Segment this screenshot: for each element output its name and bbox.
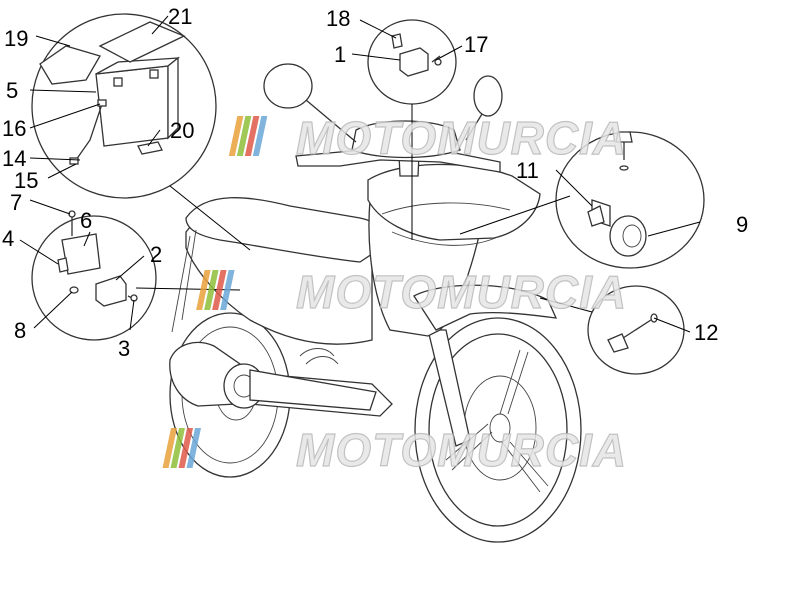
watermark-stripe bbox=[252, 116, 268, 156]
watermark-stripe bbox=[162, 428, 178, 468]
callout-9: 9 bbox=[736, 212, 748, 237]
swing-arm bbox=[249, 369, 377, 411]
watermark-stripe bbox=[236, 116, 252, 156]
callout-4: 4 bbox=[2, 226, 14, 251]
callout-18: 18 bbox=[326, 6, 350, 31]
watermark-stripe bbox=[178, 428, 194, 468]
relay-clip-4 bbox=[57, 257, 69, 273]
front-mudguard bbox=[413, 284, 558, 331]
callout-14: 14 bbox=[2, 146, 26, 171]
watermark-middle: MOTOMURCIA bbox=[196, 265, 627, 319]
watermark-text: MOTOMURCIA bbox=[296, 266, 627, 318]
callout-20: 20 bbox=[170, 118, 194, 143]
detail-bubble-relay-left bbox=[31, 215, 157, 341]
callout-8: 8 bbox=[14, 318, 26, 343]
callout-11: 11 bbox=[516, 158, 539, 183]
callout-5: 5 bbox=[6, 78, 18, 103]
battery-pad bbox=[39, 45, 101, 85]
callout-19: 19 bbox=[4, 26, 28, 51]
callout-15: 15 bbox=[14, 168, 38, 193]
watermark-stripe bbox=[196, 270, 211, 310]
watermark-text: MOTOMURCIA bbox=[296, 112, 627, 164]
callout-12: 12 bbox=[694, 320, 718, 345]
callout-7: 7 bbox=[10, 190, 22, 215]
callout-6: 6 bbox=[80, 208, 92, 233]
seat bbox=[185, 197, 383, 263]
watermark-stripe bbox=[170, 428, 186, 468]
battery-cover bbox=[98, 21, 186, 63]
relay-screw bbox=[431, 55, 442, 66]
callout-21: 21 bbox=[168, 4, 192, 29]
callout-3: 3 bbox=[118, 336, 130, 361]
horn-bracket bbox=[587, 205, 605, 227]
handlebar-cover bbox=[351, 120, 461, 159]
callout-2: 2 bbox=[150, 242, 162, 267]
watermark-text: MOTOMURCIA bbox=[296, 424, 627, 476]
callout-17: 17 bbox=[464, 32, 488, 57]
relay-clip bbox=[391, 33, 403, 49]
battery-tag bbox=[137, 141, 163, 155]
relay-nut-8 bbox=[69, 286, 79, 294]
watermark-stripe bbox=[220, 270, 235, 310]
watermark-stripe bbox=[228, 116, 244, 156]
right-mirror bbox=[465, 75, 503, 141]
battery-lead bbox=[69, 99, 107, 165]
left-mirror bbox=[263, 63, 357, 143]
watermark-stripe bbox=[244, 116, 260, 156]
horn-bolt bbox=[615, 131, 633, 171]
mounting-bolt bbox=[607, 313, 658, 353]
scooter-illustration bbox=[169, 63, 582, 543]
detail-bubble-battery bbox=[31, 13, 217, 199]
watermark-stripe bbox=[186, 428, 202, 468]
callout-16: 16 bbox=[2, 116, 26, 141]
watermark-bottom: MOTOMURCIA bbox=[162, 423, 627, 477]
relay-left bbox=[95, 275, 127, 307]
front-wheel bbox=[414, 317, 582, 543]
watermark-stripe bbox=[204, 270, 219, 310]
relay-screw-3 bbox=[127, 294, 138, 302]
callout-1: 1 bbox=[334, 42, 346, 67]
watermark-stripe bbox=[212, 270, 227, 310]
relay-bolt-7 bbox=[68, 210, 76, 236]
relay-icon bbox=[399, 47, 429, 77]
battery-icon bbox=[95, 56, 181, 147]
watermark-top: MOTOMURCIA bbox=[228, 111, 627, 165]
